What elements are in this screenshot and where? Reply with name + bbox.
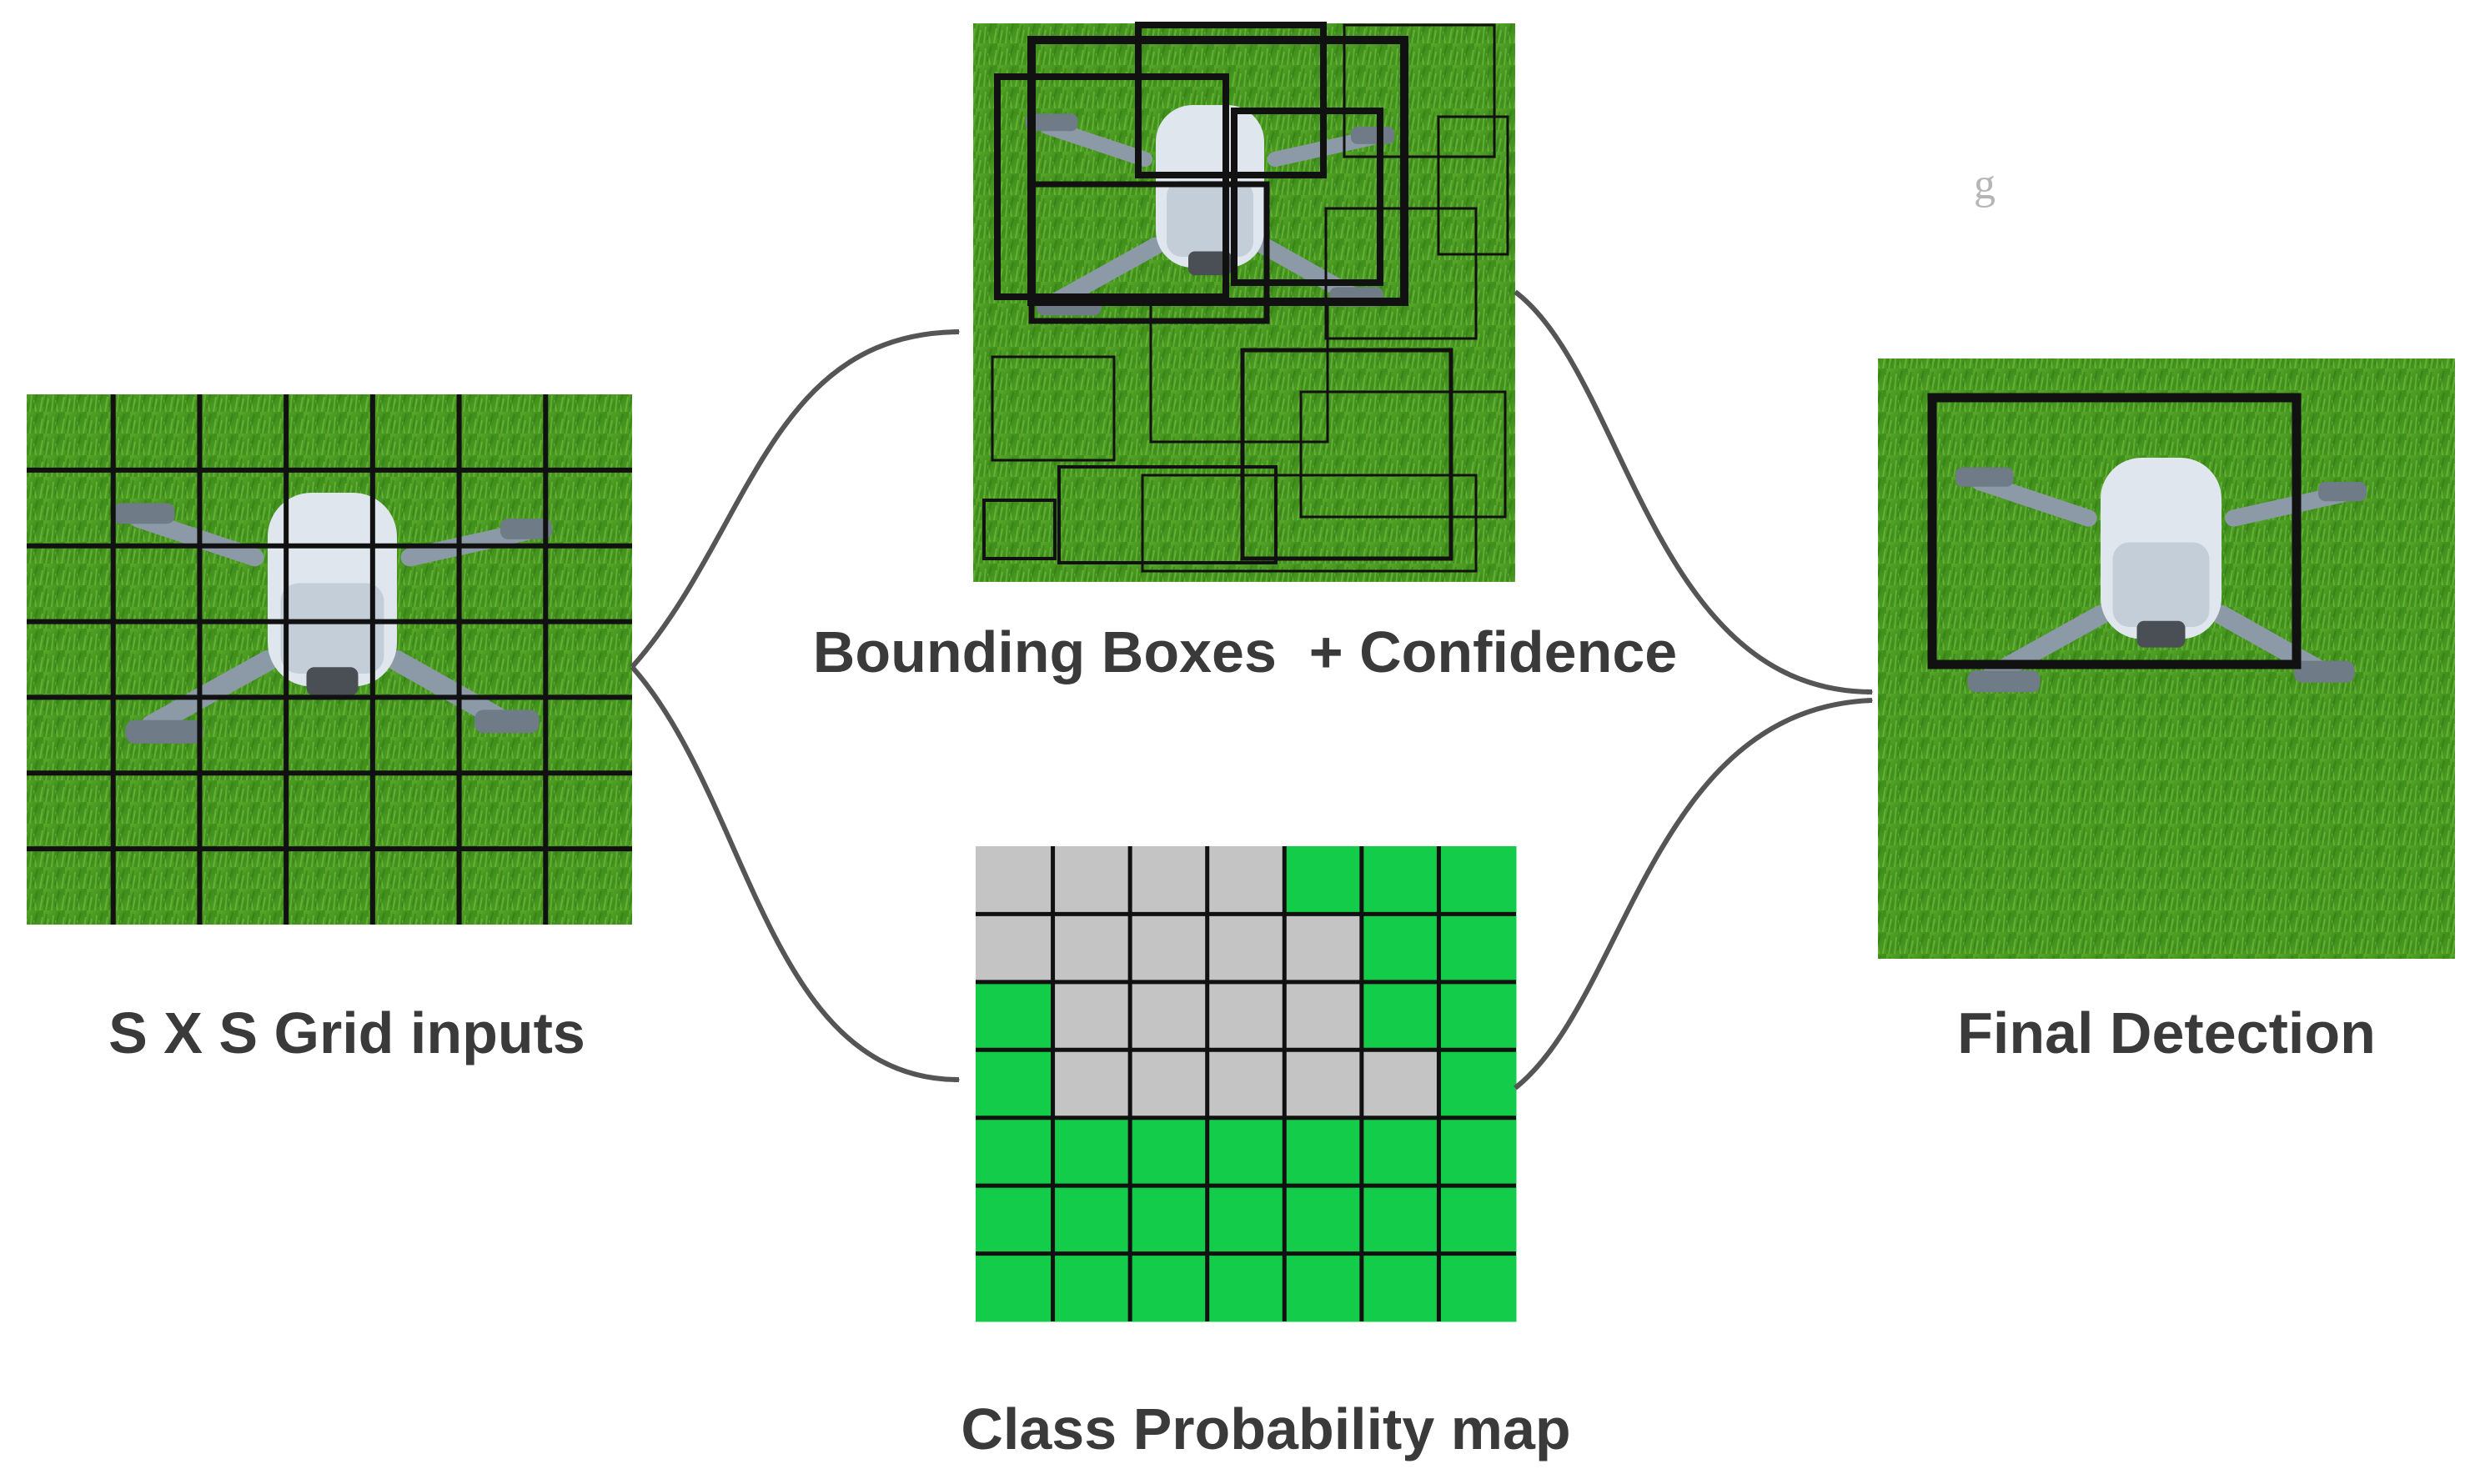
class-cell-grass <box>1207 1186 1285 1255</box>
class-cell-drone <box>1207 846 1285 915</box>
class-cell-grass <box>1130 1253 1208 1322</box>
class-cell-drone <box>976 846 1054 915</box>
class-cell-grass <box>1361 846 1439 915</box>
class-cell-grass <box>1438 1117 1517 1186</box>
class-cell-grass <box>1361 1117 1439 1186</box>
class-cell-grass <box>1361 981 1439 1050</box>
candidate-boxes <box>982 22 1509 573</box>
arrow-to-class-map <box>630 665 961 1083</box>
class-cell-grass <box>1284 1117 1363 1186</box>
label-class-probability: Class Probability map <box>961 1396 1570 1461</box>
class-cell-grass <box>1438 1253 1517 1322</box>
class-cell-grass <box>976 1050 1054 1119</box>
class-cell-drone <box>1052 914 1131 983</box>
class-cell-drone <box>1130 1050 1208 1119</box>
input-grid-lines <box>27 394 632 925</box>
class-probability-grid-lines <box>976 846 1516 1321</box>
class-cell-drone <box>1052 981 1131 1050</box>
stray-mark: g <box>1974 161 1996 208</box>
class-cell-grass <box>1052 1253 1131 1322</box>
class-cell-grass <box>1438 846 1517 915</box>
class-cell-grass <box>1207 1117 1285 1186</box>
class-cell-drone <box>1207 981 1285 1050</box>
class-cell-grass <box>976 1186 1054 1255</box>
class-cell-grass <box>1130 1117 1208 1186</box>
class-cell-grass <box>976 1253 1054 1322</box>
class-cell-grass <box>1361 1253 1439 1322</box>
arrow-class-to-final <box>1514 697 1874 1090</box>
class-cell-grass <box>1207 1253 1285 1322</box>
class-cell-grass <box>976 1117 1054 1186</box>
class-cell-drone <box>1052 1050 1131 1119</box>
class-cell-grass <box>1361 1186 1439 1255</box>
class-cell-grass <box>1130 1186 1208 1255</box>
class-cell-drone <box>1284 981 1363 1050</box>
class-cell-grass <box>976 981 1054 1050</box>
label-final-detection: Final Detection <box>1957 1000 2376 1065</box>
flow-arrows <box>630 289 1874 1090</box>
class-cell-drone <box>1207 914 1285 983</box>
class-cell-grass <box>1284 1253 1363 1322</box>
class-cell-grass <box>1052 1117 1131 1186</box>
final-detection-panel <box>1878 358 2455 959</box>
grid-input-panel <box>27 394 632 925</box>
class-cell-drone <box>976 914 1054 983</box>
arrow-to-bounding-boxes <box>630 328 961 669</box>
class-cell-grass <box>1361 914 1439 983</box>
detection-box <box>1927 393 2302 669</box>
class-cell-drone <box>1361 1050 1439 1119</box>
class-cell-drone <box>1130 981 1208 1050</box>
class-probability-panel <box>976 846 1517 1322</box>
class-probability-cells <box>976 846 1517 1322</box>
class-cell-grass <box>1438 1050 1517 1119</box>
class-cell-grass <box>1284 1186 1363 1255</box>
label-grid-inputs: S X S Grid inputs <box>108 1000 585 1065</box>
class-cell-drone <box>1207 1050 1285 1119</box>
class-cell-drone <box>1052 846 1131 915</box>
class-cell-grass <box>1052 1186 1131 1255</box>
class-cell-grass <box>1284 846 1363 915</box>
class-cell-grass <box>1438 1186 1517 1255</box>
class-cell-drone <box>1284 914 1363 983</box>
class-cell-drone <box>1284 1050 1363 1119</box>
class-cell-grass <box>1438 914 1517 983</box>
arrow-boxes-to-final <box>1514 289 1874 695</box>
label-bounding-boxes: Bounding Boxes + Confidence <box>813 619 1677 684</box>
class-cell-drone <box>1130 914 1208 983</box>
class-cell-drone <box>1130 846 1208 915</box>
final-detection-photo <box>1878 358 2455 959</box>
bounding-boxes-panel <box>973 22 1515 582</box>
class-cell-grass <box>1438 981 1517 1050</box>
